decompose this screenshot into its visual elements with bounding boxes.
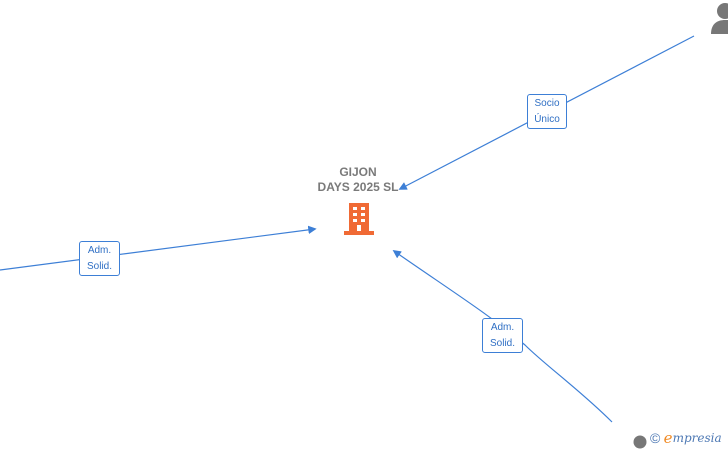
- edge-adm-solid-left: [0, 225, 317, 271]
- relation-label-line2: Solid.: [86, 261, 112, 272]
- company-name[interactable]: GIJON DAYS 2025 SL: [300, 165, 416, 195]
- relation-label-adm-solid-left[interactable]: Adm. Solid.: [79, 241, 120, 276]
- empresia-watermark: © empresia: [650, 429, 722, 449]
- company-name-line1: GIJON: [339, 165, 377, 179]
- office-building-icon[interactable]: [343, 201, 375, 235]
- relation-label-line1: Adm.: [490, 322, 515, 333]
- relation-label-socio-unico[interactable]: Socio Único: [527, 94, 567, 129]
- relation-label-line2: Solid.: [489, 338, 515, 349]
- copyright-symbol: ©: [650, 430, 661, 446]
- edge-adm-solid-bottom: [392, 250, 613, 423]
- brand-name: mpresia: [672, 431, 722, 445]
- relation-label-line2: Único: [534, 114, 560, 125]
- company-name-line2: DAYS 2025 SL: [317, 180, 399, 194]
- relation-label-line1: Adm.: [87, 245, 112, 256]
- relation-label-line1: Socio: [534, 98, 560, 109]
- person-icon[interactable]: [631, 433, 649, 450]
- brand-initial: e: [663, 429, 673, 447]
- person-icon[interactable]: [711, 2, 728, 34]
- relation-label-adm-solid-bottom[interactable]: Adm. Solid.: [482, 318, 523, 353]
